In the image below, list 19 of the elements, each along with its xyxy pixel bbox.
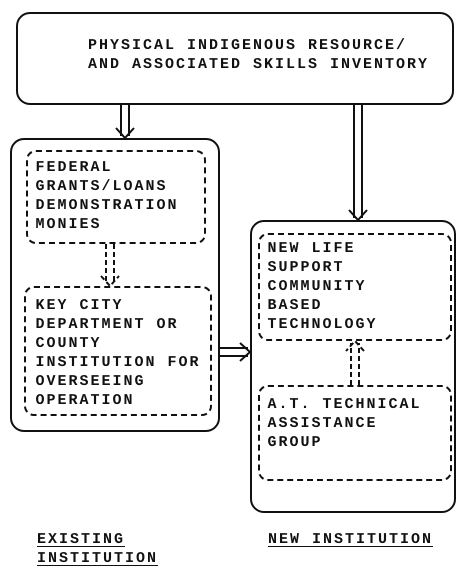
box-text: PHYSICAL INDIGENOUS RESOURCE/ AND ASSOCIATED SKILLS INVENTORY	[88, 36, 430, 74]
column-label: EXISTING INSTITUTION	[37, 530, 160, 568]
technology-box	[258, 232, 452, 340]
box-text: KEY CITY DEPARTMENT OR COUNTY INSTITUTION FOR OVERSEEING OPERATION	[36, 296, 202, 410]
assistance-group-box	[258, 384, 452, 480]
funding-box	[26, 150, 206, 244]
box-text: NEW LIFE SUPPORT COMMUNITY BASED TECHNOLOGY	[268, 238, 379, 334]
box-text: FEDERAL GRANTS/LOANS DEMONSTRATION MONIES	[36, 158, 180, 234]
double-line-arrow	[115, 104, 135, 140]
double-line-arrow	[345, 340, 365, 386]
double-line-arrow	[348, 104, 368, 222]
double-line-arrow	[219, 342, 252, 362]
existing-institution-box	[10, 138, 220, 432]
double-line-arrow	[100, 243, 120, 288]
oversight-box	[24, 286, 212, 416]
box-text: A.T. TECHNICAL ASSISTANCE GROUP	[268, 394, 423, 452]
new-institution-box	[250, 220, 456, 513]
column-label: NEW INSTITUTION	[268, 530, 434, 549]
inventory-box	[16, 12, 454, 105]
